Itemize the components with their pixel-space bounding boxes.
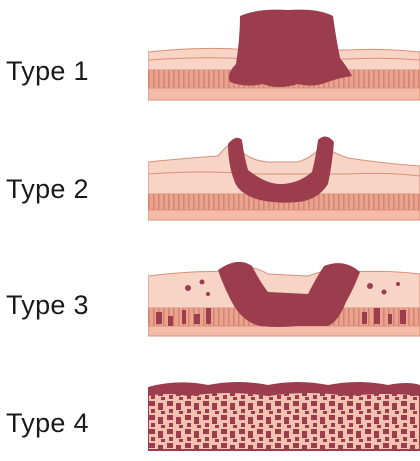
type-3-wall-illustration	[148, 242, 420, 342]
type-1-wall-illustration	[148, 8, 420, 108]
type-2-label: Type 2	[6, 176, 89, 203]
type-3-label: Type 3	[6, 292, 89, 319]
type-2-wall-illustration	[148, 126, 420, 226]
type-4-wall-illustration	[148, 358, 420, 458]
type-2-row: Type 2	[0, 126, 420, 226]
type-4-label: Type 4	[6, 410, 89, 437]
type-3-row: Type 3	[0, 242, 420, 342]
type-4-row: Type 4	[0, 358, 420, 458]
type-1-row: Type 1	[0, 8, 420, 108]
type-1-label: Type 1	[6, 58, 89, 85]
tumor-mass	[229, 10, 352, 87]
